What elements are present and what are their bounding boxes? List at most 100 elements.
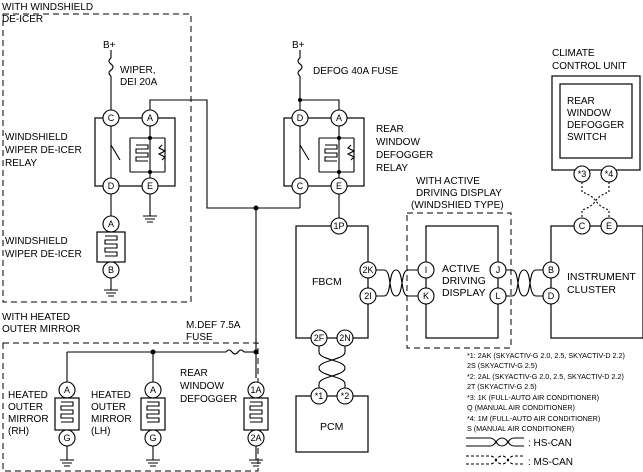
- cluster-pin-d: D: [548, 291, 555, 301]
- climate-pin-3: *3: [578, 169, 587, 179]
- fbcm-pin-2n: 2N: [339, 333, 351, 343]
- active-display-group-box: [406, 212, 512, 349]
- pcm-box: [295, 395, 369, 453]
- legend-ms-can-label: : MS-CAN: [528, 457, 573, 468]
- wiper-deicer-element: [96, 231, 126, 263]
- display-pin-k: K: [423, 291, 429, 301]
- mirror-rh-pin-a: A: [64, 385, 70, 395]
- note-line-2: 2S (SKYACTIV-G 2.5): [467, 361, 537, 370]
- b-plus-label-1: B+: [103, 40, 116, 51]
- hs-can-fbcm-display-a: [376, 269, 418, 297]
- legend-hs-can-line-a: [466, 437, 524, 447]
- legend: : HS-CAN : MS-CAN: [466, 437, 573, 468]
- defog-fuse-label: DEFOG 40A FUSE: [313, 66, 398, 77]
- legend-hs-can-label: : HS-CAN: [528, 438, 572, 449]
- instrument-cluster-box: [550, 225, 643, 339]
- hs-can-fbcm-display-b: [376, 269, 418, 297]
- wiper-fuse-label: WIPER,DEI 20A: [120, 65, 158, 88]
- display-pin-i: I: [425, 265, 428, 275]
- rear-defogger-pin-1a: 1A: [250, 385, 261, 395]
- hs-can-display-cluster-a: [506, 269, 543, 297]
- rear-relay-box: [283, 117, 365, 187]
- note-line-4: 2T (SKYACTIV-G 2.5): [467, 382, 537, 391]
- b-plus-label-2: B+: [292, 40, 305, 51]
- wiper-fuse-symbol: [108, 57, 114, 77]
- hs-can-fbcm-pcm-a: [318, 346, 346, 390]
- climate-pin-4: *4: [605, 169, 614, 179]
- note-line-8: S (MANUAL AIR CONDITIONER): [467, 424, 574, 433]
- note-line-7: *4: 1M (FULL-AUTO AIR CONDITIONER): [467, 414, 600, 423]
- fbcm-box: [295, 225, 369, 339]
- ground-symbol-3: [60, 459, 74, 467]
- rear-relay-pin-c: C: [297, 181, 304, 191]
- wiper-relay-box: [94, 117, 176, 187]
- pcm-pin-2: *2: [341, 391, 350, 401]
- defogger-switch-box: [559, 83, 633, 159]
- footnotes: *1: 2AK (SKYACTIV-G 2.0, 2.5, SKYACTIV-D…: [467, 351, 625, 433]
- active-display-box: [425, 225, 499, 339]
- fbcm-label: FBCM: [312, 276, 342, 288]
- note-line-1: *1: 2AK (SKYACTIV-G 2.0, 2.5, SKYACTIV-D…: [467, 351, 625, 360]
- mirror-rh-pin-g: G: [63, 433, 70, 443]
- wiper-deicer-pin-b: B: [108, 265, 114, 275]
- ground-symbol-5: [249, 459, 263, 467]
- hs-can-display-cluster-b: [506, 269, 543, 297]
- cluster-pin-c: C: [579, 221, 586, 231]
- ground-symbol-1: [143, 215, 157, 223]
- note-line-5: *3: 1K (FULL-AUTO AIR CONDITIONER): [467, 393, 599, 402]
- pcm-label: PCM: [320, 421, 343, 433]
- heated-mirror-group-box: [2, 342, 259, 472]
- rear-relay-coil: [324, 144, 338, 162]
- hs-can-fbcm-pcm-b: [318, 346, 346, 390]
- rear-relay-pin-a: A: [336, 113, 342, 123]
- wiper-relay-pin-a: A: [147, 113, 153, 123]
- mirror-lh-pin-a: A: [150, 385, 156, 395]
- display-pin-l: L: [495, 291, 500, 301]
- fbcm-pin-1p: 1P: [333, 221, 344, 231]
- cluster-pin-b: B: [548, 265, 554, 275]
- note-line-3: *2: 2AL (SKYACTIV-G 2.0, 2.5, SKYACTIV-D…: [467, 372, 624, 381]
- rear-defogger-pin-2a: 2A: [250, 433, 261, 443]
- windshield-group-box: [2, 13, 192, 303]
- ground-symbol-4: [146, 459, 160, 467]
- mirror-lh-pin-g: G: [149, 433, 156, 443]
- cluster-pin-e: E: [606, 221, 612, 231]
- ground-symbol-2: [104, 289, 118, 297]
- wiper-relay-pin-d: D: [108, 181, 115, 191]
- legend-hs-can-line-b: [466, 437, 524, 447]
- ms-can-wire-a: [581, 182, 610, 218]
- legend-ms-can-line-a: [466, 455, 524, 465]
- rear-relay-pin-d: D: [297, 113, 304, 123]
- legend-ms-can-line-b: [466, 455, 524, 465]
- wiper-relay-pin-c: C: [108, 113, 115, 123]
- note-line-6: Q (MANUAL AIR CONDITIONER): [467, 403, 575, 412]
- rear-relay-resistor: [346, 144, 356, 161]
- display-pin-j: J: [496, 265, 501, 275]
- wiper-relay-resistor: [157, 144, 167, 161]
- fbcm-pin-2k: 2K: [362, 265, 373, 275]
- fbcm-pin-2f: 2F: [314, 333, 325, 343]
- defog-fuse-symbol: [297, 57, 303, 77]
- wiper-relay-coil: [135, 144, 149, 162]
- mdef-fuse-symbol: [225, 349, 245, 355]
- rear-relay-pin-e: E: [336, 181, 342, 191]
- fbcm-pin-2i: 2I: [364, 291, 372, 301]
- pcm-pin-1: *1: [315, 391, 324, 401]
- wiper-deicer-pin-a: A: [108, 219, 114, 229]
